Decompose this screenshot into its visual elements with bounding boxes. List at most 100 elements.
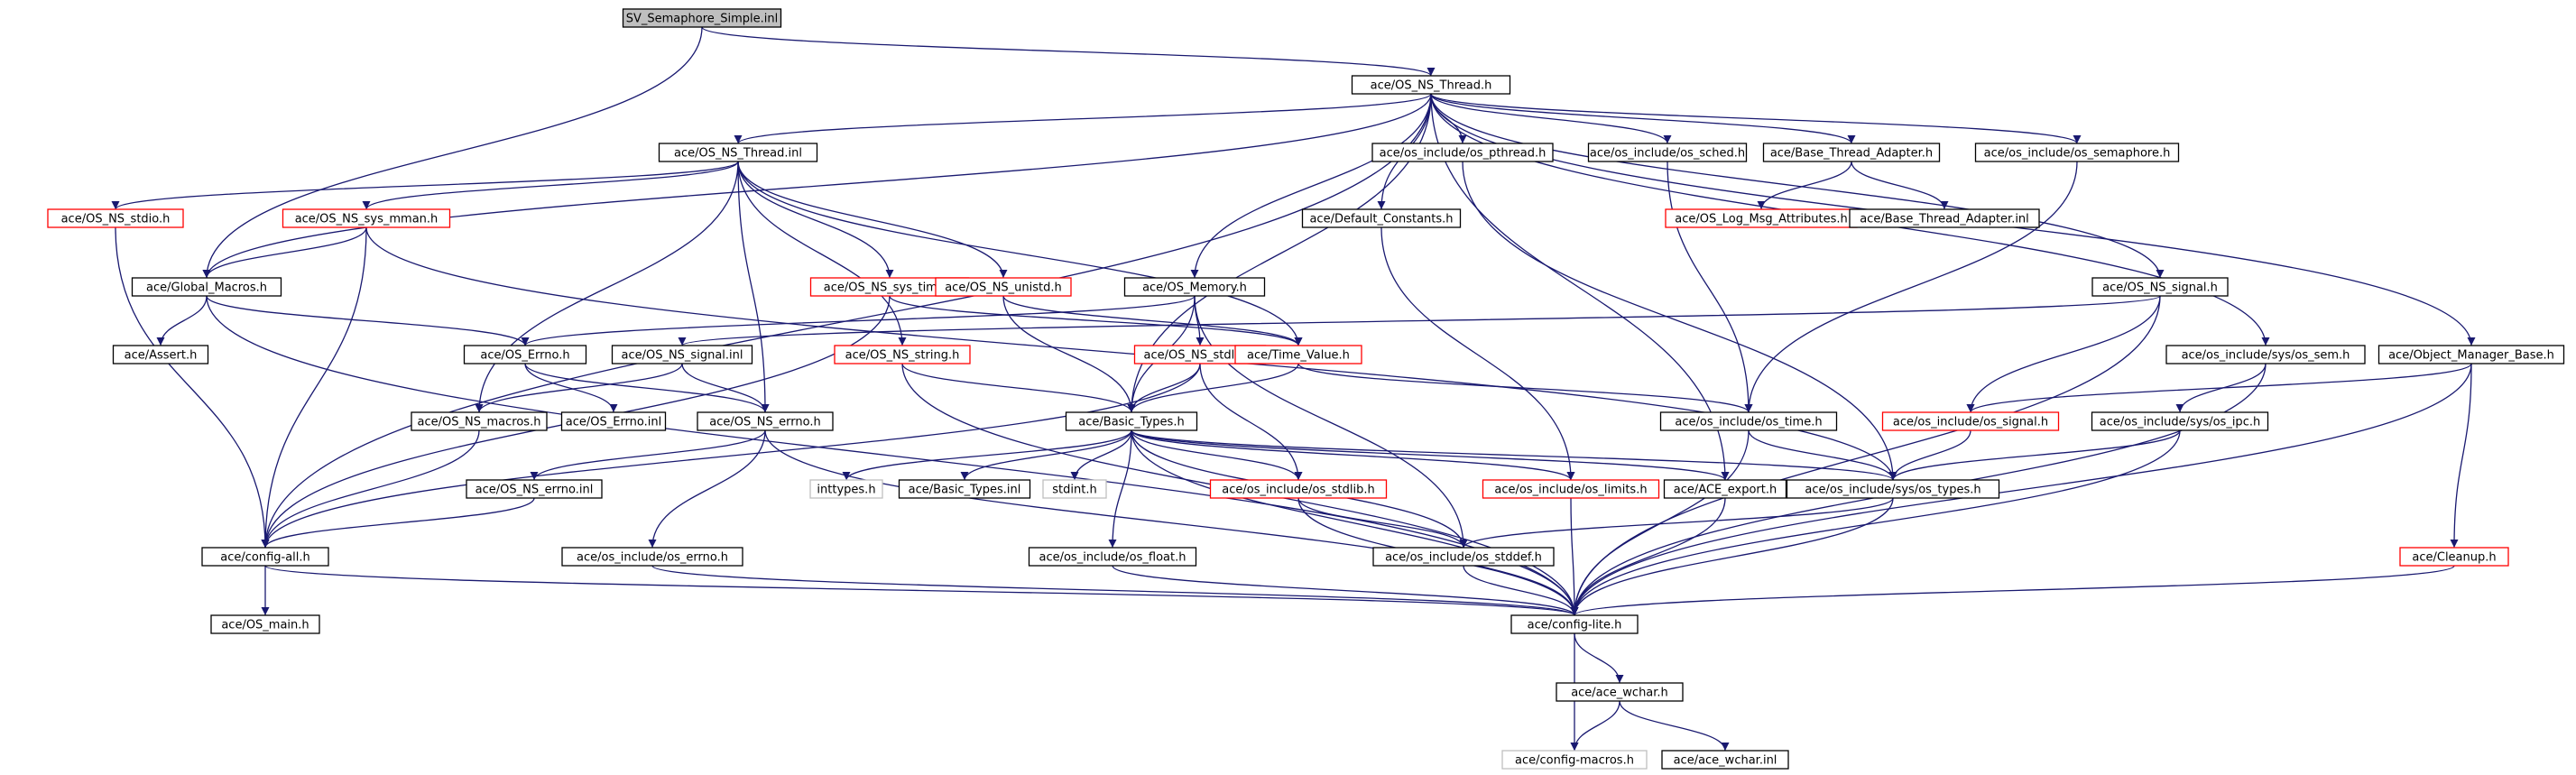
- node-os-ns-signal-inl[interactable]: ace/OS_NS_signal.inl: [611, 345, 753, 364]
- edge-basic_types_h-to-sys_os_types: [1131, 429, 1897, 481]
- node-os-log-msg-attributes[interactable]: ace/OS_Log_Msg_Attributes.h: [1665, 208, 1858, 228]
- edge-os_memory-to-os_stddef: [1194, 295, 1468, 549]
- node-label: ace/os_include/sys/os_sem.h: [2182, 349, 2350, 363]
- node-label: ace/Basic_Types.h: [1078, 416, 1184, 429]
- edge-os_time-to-config_lite: [1570, 429, 1750, 616]
- edge-object_manager_base-to-os_signal: [1966, 363, 2472, 413]
- node-time-value[interactable]: ace/Time_Value.h: [1234, 345, 1362, 364]
- node-config-macros[interactable]: ace/config-macros.h: [1501, 750, 1648, 770]
- node-box: [47, 208, 184, 228]
- node-label: ace/OS_NS_errno.h: [709, 416, 821, 429]
- node-os-ns-sys-time[interactable]: ace/OS_NS_sys_time.h: [809, 277, 970, 297]
- edge-basic_types_h-to-ace_export: [1131, 429, 1730, 481]
- node-box: [112, 345, 209, 364]
- edge-basic_types_h-to-os_float: [1108, 429, 1132, 549]
- node-label: ace/config-lite.h: [1528, 619, 1622, 632]
- node-os-stdlib[interactable]: ace/os_include/os_stdlib.h: [1209, 479, 1388, 499]
- node-label: ace/OS_NS_macros.h: [418, 416, 541, 429]
- node-os-semaphore[interactable]: ace/os_include/os_semaphore.h: [1974, 143, 2180, 162]
- node-sys-os-ipc[interactable]: ace/os_include/sys/os_ipc.h: [2091, 411, 2269, 431]
- edge-os_ns_signal_h-to-os_signal: [1966, 295, 2161, 413]
- node-os-signal[interactable]: ace/os_include/os_signal.h: [1881, 411, 2060, 431]
- edge-os_ns_sys_mman-to-sys_os_types: [365, 226, 1897, 481]
- node-label: ace/ace_wchar.h: [1571, 687, 1668, 700]
- node-base-thread-adapter-h[interactable]: ace/Base_Thread_Adapter.h: [1762, 143, 1941, 162]
- edge-os_ns_errno_h-to-os_errno_include: [648, 429, 766, 549]
- node-base-thread-adapter-inl[interactable]: ace/Base_Thread_Adapter.inl: [1849, 208, 2040, 228]
- node-cleanup[interactable]: ace/Cleanup.h: [2399, 547, 2509, 567]
- node-os-pthread[interactable]: ace/os_include/os_pthread.h: [1371, 143, 1554, 162]
- node-sys-os-sem[interactable]: ace/os_include/sys/os_sem.h: [2165, 345, 2366, 364]
- node-os-ns-stdlib[interactable]: ace/OS_NS_stdlib.h: [1133, 345, 1267, 364]
- node-label: ace/os_include/os_pthread.h: [1380, 147, 1547, 161]
- edge-config_all-to-config_lite: [264, 565, 1579, 616]
- node-os-ns-string[interactable]: ace/OS_NS_string.h: [834, 345, 971, 364]
- node-box: [282, 208, 451, 228]
- node-label: ace/os_include/sys/os_types.h: [1805, 484, 1980, 497]
- node-config-lite[interactable]: ace/config-lite.h: [1510, 614, 1639, 634]
- edge-os_ns_thread_inl-to-os_ns_unistd: [737, 161, 1008, 279]
- edge-os_errno_h-to-os_ns_errno_h: [524, 363, 770, 413]
- node-os-ns-errno-h[interactable]: ace/OS_NS_errno.h: [697, 411, 834, 431]
- node-os-main[interactable]: ace/OS_main.h: [210, 614, 320, 634]
- edge-global_macros-to-assert_h: [156, 295, 208, 346]
- node-label: ace/OS_NS_Thread.inl: [674, 147, 802, 161]
- node-basic-types-h[interactable]: ace/Basic_Types.h: [1065, 411, 1198, 431]
- node-os-ns-sys-mman[interactable]: ace/OS_NS_sys_mman.h: [282, 208, 451, 228]
- node-os-ns-unistd[interactable]: ace/OS_NS_unistd.h: [935, 277, 1072, 297]
- node-label: SV_Semaphore_Simple.inl: [626, 13, 779, 26]
- edge-os_ns_stdio-to-config_all: [115, 226, 270, 549]
- node-box: [1659, 411, 1838, 431]
- node-label: ace/os_include/sys/os_ipc.h: [2100, 416, 2260, 429]
- edge-os_ns_string-to-basic_types_h: [901, 363, 1136, 413]
- node-os-ns-stdio[interactable]: ace/OS_NS_stdio.h: [47, 208, 184, 228]
- node-basic-types-inl[interactable]: ace/Basic_Types.inl: [898, 479, 1031, 499]
- node-global-macros[interactable]: ace/Global_Macros.h: [131, 277, 282, 297]
- node-assert-h[interactable]: ace/Assert.h: [112, 345, 209, 364]
- node-ace-export[interactable]: ace/ACE_export.h: [1663, 479, 1787, 499]
- node-root[interactable]: SV_Semaphore_Simple.inl: [622, 8, 782, 28]
- node-object-manager-base[interactable]: ace/Object_Manager_Base.h: [2377, 345, 2565, 364]
- edge-root-to-os_ns_thread_h: [701, 26, 1436, 77]
- edge-os_ns_thread_h-to-os_ns_signal_h: [1430, 93, 2165, 279]
- edge-os_ns_thread_h-to-base_thread_adapter_h: [1430, 93, 1856, 144]
- node-os-errno-h[interactable]: ace/OS_Errno.h: [463, 345, 587, 364]
- node-box: [1123, 277, 1266, 297]
- edge-os_stddef-to-config_lite: [1463, 565, 1579, 616]
- node-os-ns-macros[interactable]: ace/OS_NS_macros.h: [411, 411, 548, 431]
- node-os-errno-include[interactable]: ace/os_include/os_errno.h: [561, 547, 743, 567]
- node-inttypes[interactable]: inttypes.h: [809, 479, 883, 499]
- node-label: ace/OS_Errno.h: [480, 349, 569, 363]
- node-box: [1372, 547, 1555, 567]
- node-os-ns-thread-inl[interactable]: ace/OS_NS_Thread.inl: [658, 143, 818, 162]
- node-box: [1556, 682, 1684, 702]
- node-os-stddef[interactable]: ace/os_include/os_stddef.h: [1372, 547, 1555, 567]
- node-config-all[interactable]: ace/config-all.h: [201, 547, 329, 567]
- node-os-ns-signal-h[interactable]: ace/OS_NS_signal.h: [2091, 277, 2229, 297]
- node-default-constants[interactable]: ace/Default_Constants.h: [1301, 208, 1462, 228]
- node-os-float[interactable]: ace/os_include/os_float.h: [1028, 547, 1197, 567]
- node-os-time[interactable]: ace/os_include/os_time.h: [1659, 411, 1838, 431]
- node-stdint[interactable]: stdint.h: [1042, 479, 1107, 499]
- edge-root-to-global_macros: [202, 26, 703, 279]
- edge-basic_types_h-to-inttypes: [842, 429, 1132, 481]
- node-os-ns-errno-inl[interactable]: ace/OS_NS_errno.inl: [466, 479, 603, 499]
- node-label: ace/OS_NS_sys_time.h: [824, 281, 956, 295]
- node-label: ace/os_include/os_stdlib.h: [1222, 484, 1374, 497]
- node-label: inttypes.h: [817, 484, 875, 497]
- edge-os_time-to-sys_os_types: [1748, 429, 1897, 481]
- node-sys-os-types[interactable]: ace/os_include/sys/os_types.h: [1786, 479, 2000, 499]
- node-os-ns-thread-h[interactable]: ace/OS_NS_Thread.h: [1351, 75, 1511, 95]
- node-os-errno-inl[interactable]: ace/OS_Errno.inl: [560, 411, 667, 431]
- node-os-limits[interactable]: ace/os_include/os_limits.h: [1482, 479, 1660, 499]
- node-box: [2165, 345, 2366, 364]
- node-os-memory[interactable]: ace/OS_Memory.h: [1123, 277, 1266, 297]
- edge-basic_types_h-to-os_limits: [1131, 429, 1575, 481]
- edge-os_ns_thread_inl-to-time_value: [737, 161, 1303, 346]
- node-box: [2091, 411, 2269, 431]
- node-ace-wchar-h[interactable]: ace/ace_wchar.h: [1556, 682, 1684, 702]
- edge-os_ns_thread_h-to-basic_types_h: [1127, 93, 1432, 413]
- node-ace-wchar-inl[interactable]: ace/ace_wchar.inl: [1661, 750, 1789, 770]
- edge-os_ns_sys_mman-to-global_macros: [202, 226, 367, 279]
- node-os-sched[interactable]: ace/os_include/os_sched.h: [1587, 143, 1748, 162]
